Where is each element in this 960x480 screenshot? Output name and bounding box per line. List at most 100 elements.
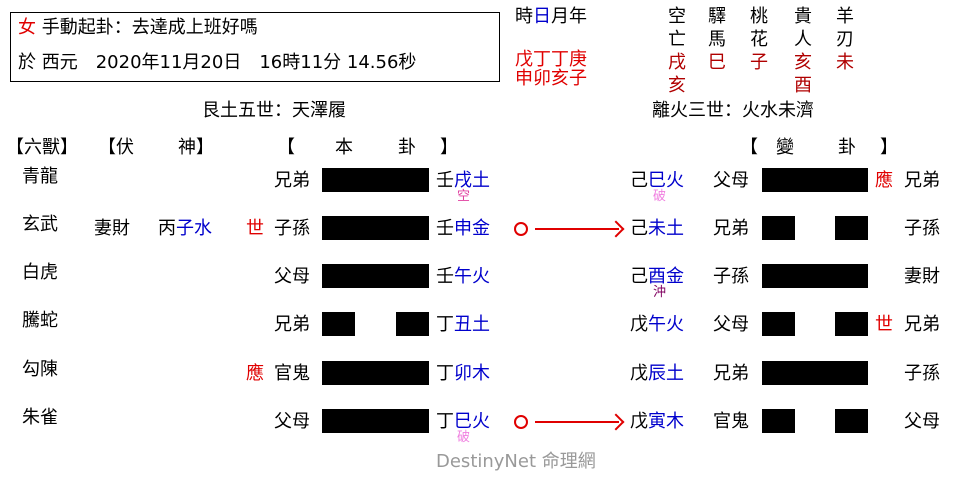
changed-yin-line-right — [835, 312, 868, 336]
six-relation: 父母 — [274, 411, 310, 432]
changed-line-note: 沖 — [653, 285, 667, 300]
header-hidden-spirit-close: 神】 — [178, 137, 214, 158]
changed-branch: 寅木 — [648, 411, 684, 432]
najia: 壬申金 — [436, 220, 490, 238]
line-note: 破 — [457, 430, 471, 445]
changed-shi-marker: 世 — [875, 314, 893, 335]
pillar-month-label: 月 — [551, 6, 569, 27]
pillar-day-label: 日 — [533, 6, 551, 27]
changed-relation: 兄弟 — [713, 218, 749, 239]
stem: 壬 — [436, 266, 454, 287]
shensha-name: 馬 — [708, 29, 726, 50]
header-main-1: 本 — [335, 137, 353, 158]
question-info-box — [10, 12, 500, 82]
pillar-stems: 戊丁丁庚 — [515, 49, 587, 70]
shensha-value: 亥 — [794, 52, 812, 73]
stem: 丁 — [436, 363, 454, 384]
shensha-name: 羊 — [836, 6, 854, 27]
najia: 丁卯木 — [436, 365, 490, 383]
changed-branch: 午火 — [648, 314, 684, 335]
changed-line-note: 破 — [653, 189, 667, 204]
changed-yin-line-right — [835, 409, 868, 433]
changed-najia: 戊寅木 — [630, 413, 684, 431]
six-relation: 子孫 — [274, 218, 310, 239]
stem: 丁 — [436, 411, 454, 432]
header-changed-1: 變 — [776, 137, 794, 158]
yang-line — [322, 216, 429, 240]
stem: 丁 — [436, 314, 454, 335]
six-relation: 官鬼 — [274, 363, 310, 384]
changed-right-relation: 父母 — [904, 411, 940, 432]
changed-branch: 巳火 — [648, 170, 684, 191]
changed-najia: 己酉金 — [630, 268, 684, 286]
changed-right-relation: 妻財 — [904, 266, 940, 287]
shensha-name: 人 — [794, 29, 812, 50]
changed-right-relation: 兄弟 — [904, 314, 940, 335]
shensha-value: 子 — [750, 52, 768, 73]
stem: 壬 — [436, 170, 454, 191]
pillar-labels: 時日月年 — [515, 8, 587, 26]
shensha-name: 亡 — [668, 29, 686, 50]
header-main-2: 卦 — [398, 137, 416, 158]
najia: 壬戌土 — [436, 172, 490, 190]
main-hexagram-title: 艮土五世：天澤履 — [202, 100, 346, 121]
gender-label: 女 — [18, 17, 36, 38]
moving-line-circle-icon — [514, 415, 528, 429]
changed-relation: 兄弟 — [713, 363, 749, 384]
shensha-name: 刃 — [836, 29, 854, 50]
shi-marker: 世 — [246, 218, 264, 239]
shensha-value: 亥 — [668, 75, 686, 96]
changed-yin-line-left — [762, 312, 795, 336]
shensha-name: 驛 — [708, 6, 726, 27]
shensha-name: 花 — [750, 29, 768, 50]
shensha-name: 空 — [668, 6, 686, 27]
six-relation: 兄弟 — [274, 170, 310, 191]
six-beast: 白虎 — [22, 262, 58, 283]
changed-najia: 戊午火 — [630, 316, 684, 334]
pillar-branches: 申卯亥子 — [515, 68, 587, 89]
yang-line — [322, 264, 429, 288]
changed-yang-line — [762, 168, 868, 192]
changed-stem: 己 — [630, 266, 648, 287]
yang-line — [322, 168, 429, 192]
six-beast: 勾陳 — [22, 359, 58, 380]
shensha-value: 酉 — [794, 75, 812, 96]
changed-stem: 己 — [630, 218, 648, 239]
stem: 壬 — [436, 218, 454, 239]
hidden-branch: 子水 — [176, 218, 212, 239]
six-beast: 騰蛇 — [22, 310, 58, 331]
changed-ying-marker: 應 — [875, 170, 893, 191]
pillar-hour-label: 時 — [515, 6, 533, 27]
changed-stem: 戊 — [630, 363, 648, 384]
branch: 巳火 — [454, 411, 490, 432]
branch: 戌土 — [454, 170, 490, 191]
change-arrow-icon — [535, 228, 619, 230]
changed-yin-line-right — [835, 216, 868, 240]
line-note: 空 — [457, 189, 471, 204]
shensha-value: 未 — [836, 52, 854, 73]
changed-stem: 己 — [630, 170, 648, 191]
changed-stem: 戊 — [630, 314, 648, 335]
change-arrow-icon — [535, 421, 619, 423]
header-changed-open: 【 — [740, 137, 758, 158]
changed-yang-line — [762, 361, 868, 385]
watermark: DestinyNet 命理網 — [436, 451, 596, 472]
najia: 壬午火 — [436, 268, 490, 286]
header-changed-close: 】 — [880, 137, 898, 158]
changed-branch: 酉金 — [648, 266, 684, 287]
changed-branch: 辰土 — [648, 363, 684, 384]
six-beast: 朱雀 — [22, 407, 58, 428]
najia: 丁巳火 — [436, 413, 490, 431]
branch: 丑土 — [454, 314, 490, 335]
changed-yang-line — [762, 264, 868, 288]
changed-right-relation: 子孫 — [904, 363, 940, 384]
shensha-value: 戌 — [668, 52, 686, 73]
arrowhead-icon — [607, 220, 625, 238]
six-relation: 父母 — [274, 266, 310, 287]
changed-relation: 官鬼 — [713, 411, 749, 432]
hidden-relation: 妻財 — [94, 218, 130, 239]
changed-relation: 父母 — [713, 314, 749, 335]
changed-yin-line-left — [762, 409, 795, 433]
date-line: 於 西元 2020年11月20日 16時11分 14.56秒 — [18, 52, 417, 73]
method-question: 手動起卦：去達成上班好嗎 — [41, 17, 258, 38]
